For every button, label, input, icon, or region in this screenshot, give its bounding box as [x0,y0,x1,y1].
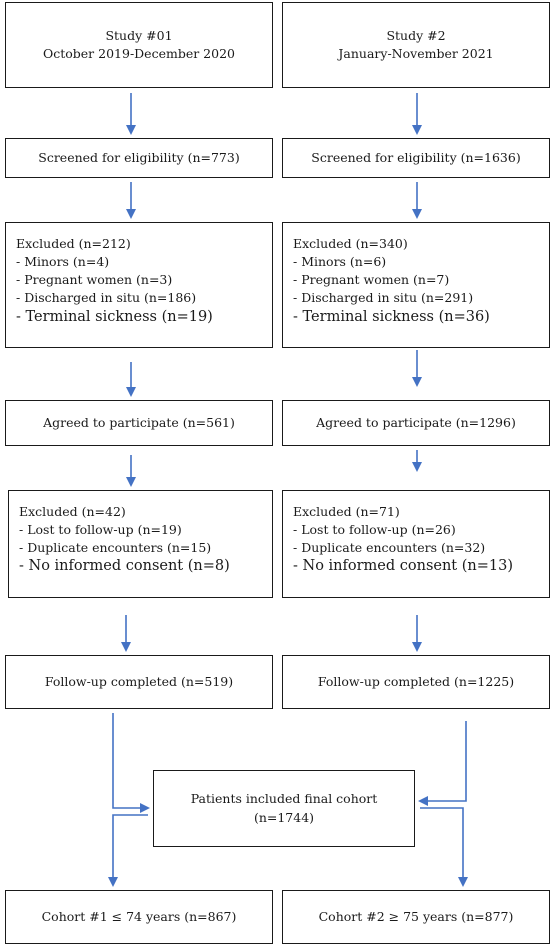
study1-screened-label: Screened for eligibility (n=773) [38,149,240,165]
study2-period: January-November 2021 [338,46,494,61]
study1-header-box: Study #01 October 2019-December 2020 [5,2,273,88]
arrow-study1-followup-to-final [112,713,150,813]
study2-excluded2-lost: - Lost to follow-up (n=26) [293,522,456,538]
study2-excluded1-discharged: - Discharged in situ (n=291) [293,290,474,306]
study2-screened-box: Screened for eligibility (n=1636) [282,138,550,178]
study1-excluded1-box: Excluded (n=212) - Minors (n=4) - Pregna… [5,222,273,348]
study1-screened-box: Screened for eligibility (n=773) [5,138,273,178]
arrow-final-to-cohort2 [420,807,468,887]
study1-excluded1-pregnant: - Pregnant women (n=3) [16,272,173,288]
study2-header-box: Study #2 January-November 2021 [282,2,550,88]
study2-followup-box: Follow-up completed (n=1225) [282,655,550,709]
final-cohort-line2: (n=1744) [253,809,315,825]
study1-excluded2-consent: - No informed consent (n=8) [19,558,230,575]
final-cohort-line1: Patients included final cohort [190,791,378,807]
study1-followup-label: Follow-up completed (n=519) [44,673,234,689]
study2-title: Study #2 [386,27,446,43]
study2-excluded1-terminal: - Terminal sickness (n=36) [293,308,490,325]
study2-agreed-box: Agreed to participate (n=1296) [282,400,550,446]
study1-agreed-box: Agreed to participate (n=561) [5,400,273,446]
study1-excluded1-total: Excluded (n=212) [16,236,131,251]
study2-excluded2-total: Excluded (n=71) [293,504,400,519]
study1-title: Study #01 [105,27,173,43]
study2-agreed-label: Agreed to participate (n=1296) [316,414,516,430]
study1-excluded2-box: Excluded (n=42) - Lost to follow-up (n=1… [8,490,273,598]
study2-excluded1-minors: - Minors (n=6) [293,254,387,270]
study1-period: October 2019-December 2020 [42,46,235,61]
final-cohort-box: Patients included final cohort (n=1744) [153,770,415,847]
study1-followup-box: Follow-up completed (n=519) [5,655,273,709]
cohort2-label: Cohort #2 ≥ 75 years (n=877) [318,908,514,924]
cohort2-box: Cohort #2 ≥ 75 years (n=877) [282,890,550,944]
study2-excluded2-duplicate: - Duplicate encounters (n=32) [293,540,486,556]
arrow-study2-followup-to-final [418,721,467,806]
study1-excluded2-duplicate: - Duplicate encounters (n=15) [19,540,212,556]
study2-excluded2-consent: - No informed consent (n=13) [293,558,513,575]
study1-excluded1-minors: - Minors (n=4) [16,254,110,270]
study2-followup-label: Follow-up completed (n=1225) [317,673,515,689]
study1-excluded2-lost: - Lost to follow-up (n=19) [19,522,182,538]
study1-excluded1-discharged: - Discharged in situ (n=186) [16,290,197,306]
cohort1-box: Cohort #1 ≤ 74 years (n=867) [5,890,273,944]
study2-excluded1-pregnant: - Pregnant women (n=7) [293,272,450,288]
study2-excluded1-total: Excluded (n=340) [293,236,408,251]
study1-excluded1-terminal: - Terminal sickness (n=19) [16,308,213,325]
study1-agreed-label: Agreed to participate (n=561) [43,414,235,430]
arrow-final-to-cohort1 [108,814,148,887]
cohort1-label: Cohort #1 ≤ 74 years (n=867) [41,908,237,924]
study1-excluded2-total: Excluded (n=42) [19,504,126,519]
study2-excluded2-box: Excluded (n=71) - Lost to follow-up (n=2… [282,490,550,598]
study2-screened-label: Screened for eligibility (n=1636) [311,149,521,165]
study2-excluded1-box: Excluded (n=340) - Minors (n=6) - Pregna… [282,222,550,348]
